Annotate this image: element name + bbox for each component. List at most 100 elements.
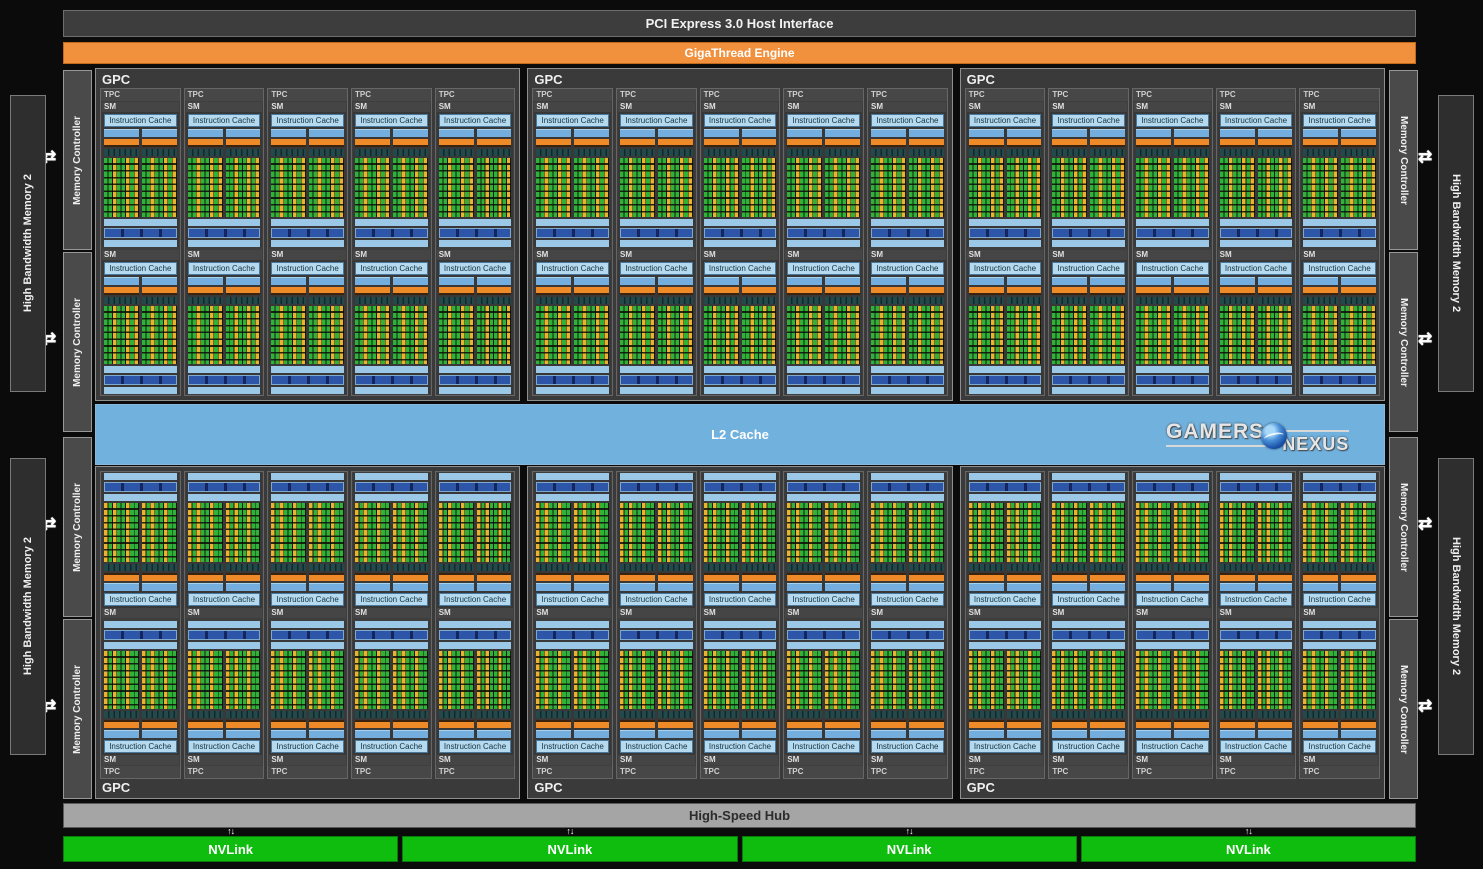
core-grid bbox=[1052, 503, 1088, 562]
warp-scheduler-bar bbox=[825, 572, 861, 581]
register-file-bar bbox=[968, 227, 1042, 238]
texture-cache-bar bbox=[536, 218, 609, 226]
instruction-buffer-bar bbox=[1006, 730, 1042, 738]
sm-blocks bbox=[534, 503, 611, 591]
register-file-bar bbox=[104, 629, 177, 640]
instruction-buffer-bar bbox=[1219, 582, 1255, 591]
texture-cache-bar bbox=[1303, 366, 1377, 373]
dispatch-unit-row bbox=[187, 296, 223, 304]
instruction-cache-bar: Instruction Cache bbox=[355, 740, 428, 753]
warp-scheduler-bar bbox=[741, 720, 777, 728]
tpc-label: TPC bbox=[700, 766, 780, 778]
dispatch-unit-row bbox=[620, 149, 655, 156]
shared-memory-bar bbox=[968, 387, 1042, 394]
tpc-sm-stack: SM Instruction Cache SM Instruction Cach… bbox=[101, 472, 180, 766]
sm-processing-block bbox=[1052, 129, 1088, 217]
memory-controller: Memory Controller bbox=[63, 437, 92, 617]
core-grid bbox=[536, 305, 572, 364]
instruction-buffer-bar bbox=[1173, 730, 1209, 738]
register-file-bar bbox=[1303, 629, 1377, 640]
sm-processing-block bbox=[1303, 503, 1339, 591]
instruction-buffer-bar bbox=[1341, 730, 1377, 738]
dispatch-unit-row bbox=[536, 149, 572, 156]
tpc-sm-stack: SM Instruction Cache SM Instruction Cach… bbox=[352, 101, 431, 395]
dispatch-unit-row bbox=[574, 563, 610, 571]
instruction-cache-bar: Instruction Cache bbox=[536, 114, 609, 127]
sm: SM Instruction Cache bbox=[1301, 102, 1379, 247]
core-grid bbox=[438, 158, 474, 217]
sm: SM Instruction Cache bbox=[185, 620, 263, 765]
texture-cache-bar bbox=[787, 366, 861, 373]
instruction-buffer-bar bbox=[225, 730, 261, 738]
tpc-sm-stack: SM Instruction Cache SM Instruction Cach… bbox=[1300, 101, 1379, 395]
shared-memory-bar bbox=[620, 473, 693, 480]
dispatch-unit-row bbox=[620, 711, 655, 718]
dispatch-unit-row bbox=[871, 563, 906, 571]
sm-label: SM bbox=[534, 755, 611, 765]
texture-cache-bar bbox=[271, 641, 345, 649]
dispatch-unit-row bbox=[1006, 711, 1042, 718]
shared-memory-bar bbox=[1136, 473, 1209, 480]
instruction-cache-bar: Instruction Cache bbox=[787, 592, 861, 606]
instruction-buffer-bar bbox=[908, 730, 944, 738]
sm-blocks bbox=[785, 503, 862, 591]
sm-label: SM bbox=[618, 102, 695, 112]
warp-scheduler-bar bbox=[871, 139, 906, 147]
sm-processing-block bbox=[476, 276, 512, 364]
texture-cache-bar bbox=[620, 366, 693, 373]
core-grid bbox=[1303, 503, 1339, 562]
sm-label: SM bbox=[785, 102, 863, 112]
dispatch-unit-row bbox=[309, 711, 345, 718]
instruction-buffer-bar bbox=[620, 582, 655, 591]
sm-label: SM bbox=[1217, 607, 1295, 618]
texture-cache-bar bbox=[703, 218, 777, 226]
instruction-buffer-bar bbox=[574, 276, 610, 285]
dispatch-unit-row bbox=[741, 149, 777, 156]
gpc: GPC TPC SM Instruction Cache SM Instruct… bbox=[95, 68, 521, 401]
sm-blocks bbox=[102, 650, 179, 738]
sm-processing-block bbox=[908, 276, 944, 364]
hbm2-block: High Bandwidth Memory 2 bbox=[1438, 95, 1474, 392]
sm-processing-block bbox=[1173, 503, 1209, 591]
instruction-buffer-bar bbox=[187, 276, 223, 285]
tpc-row: TPC SM Instruction Cache SM Instruction … bbox=[964, 471, 1381, 779]
dispatch-unit-row bbox=[703, 711, 739, 718]
instruction-buffer-bar bbox=[536, 582, 572, 591]
sm-blocks bbox=[437, 129, 514, 217]
up-down-arrows-icon: ↑↓ bbox=[905, 826, 914, 836]
sm: SM Instruction Cache bbox=[436, 102, 514, 247]
instruction-cache-bar: Instruction Cache bbox=[620, 592, 693, 606]
sm-processing-block bbox=[1219, 129, 1255, 217]
instruction-buffer-bar bbox=[741, 582, 777, 591]
sm-processing-block bbox=[225, 129, 261, 217]
sm-blocks bbox=[1218, 129, 1295, 217]
register-file-bar bbox=[104, 375, 177, 385]
sm-processing-block bbox=[574, 276, 610, 364]
instruction-buffer-bar bbox=[309, 276, 345, 285]
warp-scheduler-bar bbox=[1341, 139, 1377, 147]
shared-memory-bar bbox=[1052, 239, 1125, 247]
texture-cache-bar bbox=[703, 494, 777, 501]
core-grid bbox=[1052, 305, 1088, 364]
dispatch-unit-row bbox=[657, 563, 693, 571]
sm-blocks bbox=[186, 650, 263, 738]
sm: SM Instruction Cache bbox=[869, 102, 946, 247]
instruction-buffer-bar bbox=[574, 582, 610, 591]
instruction-cache-bar: Instruction Cache bbox=[968, 592, 1042, 606]
sm: SM Instruction Cache bbox=[1050, 249, 1127, 394]
sm-blocks bbox=[1218, 503, 1295, 591]
sm: SM Instruction Cache bbox=[785, 473, 863, 618]
dispatch-unit-row bbox=[1257, 149, 1293, 156]
instruction-buffer-bar bbox=[187, 129, 223, 137]
instruction-buffer-bar bbox=[141, 730, 177, 738]
core-grid bbox=[871, 503, 906, 562]
sm-label: SM bbox=[1217, 755, 1295, 765]
sm-label: SM bbox=[1050, 102, 1127, 112]
tpc-sm-stack: SM Instruction Cache SM Instruction Cach… bbox=[101, 101, 180, 395]
core-grid bbox=[871, 158, 906, 217]
tpc-sm-stack: SM Instruction Cache SM Instruction Cach… bbox=[701, 101, 780, 395]
dispatch-unit-row bbox=[741, 296, 777, 304]
instruction-buffer-bar bbox=[620, 129, 655, 137]
register-file-bar bbox=[355, 629, 428, 640]
sm: SM Instruction Cache bbox=[869, 620, 946, 765]
